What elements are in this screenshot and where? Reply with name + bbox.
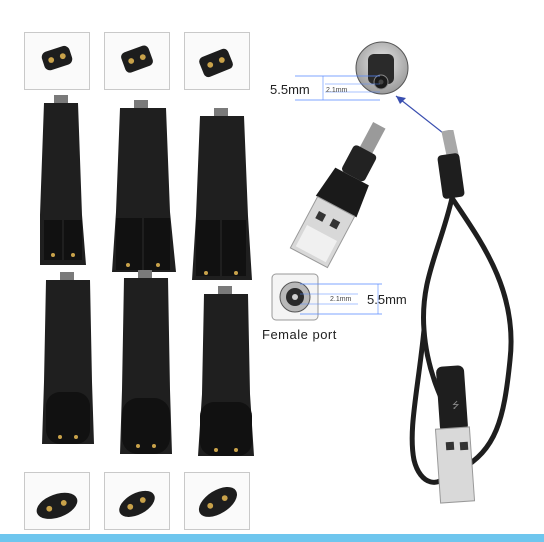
- connector-closeup-icon: [199, 48, 233, 78]
- usb-dc-adapter: [289, 122, 386, 269]
- top-dc-closeup: [350, 38, 410, 103]
- connector-closeup-icon: [198, 487, 237, 517]
- top-dimension-lines: [295, 75, 380, 101]
- female-port-closeup: [270, 272, 320, 327]
- accent-bar: [0, 534, 544, 542]
- usb-cable: ⭍: [409, 130, 514, 504]
- connector-closeup-icon: [41, 45, 73, 71]
- top-thumb-2: [104, 32, 170, 90]
- bottom-thumb-2: [104, 472, 170, 530]
- svg-text:⭍: ⭍: [452, 400, 460, 411]
- adapter-1: [34, 95, 94, 270]
- top-thumb-3: [184, 32, 250, 90]
- connector-closeup-icon: [121, 45, 153, 73]
- adapter-5: [114, 270, 178, 458]
- adapter-3: [190, 108, 254, 283]
- adapter-2: [108, 100, 178, 275]
- connector-closeup-icon: [36, 492, 78, 519]
- port-dimension-lines: [300, 283, 382, 315]
- top-thumb-1: [24, 32, 90, 90]
- adapter-4: [36, 272, 100, 450]
- adapter-6: [194, 286, 258, 461]
- bottom-thumb-1: [24, 472, 90, 530]
- top-inner-dimension-label: 2.1mm: [326, 87, 348, 94]
- top-outer-dimension-label: 5.5mm: [270, 82, 310, 97]
- bottom-thumb-3: [184, 472, 250, 530]
- connector-closeup-icon: [119, 490, 155, 517]
- port-inner-dimension-label: 2.1mm: [330, 296, 352, 303]
- port-outer-dimension-label: 5.5mm: [367, 292, 407, 307]
- female-port-caption: Female port: [262, 327, 337, 342]
